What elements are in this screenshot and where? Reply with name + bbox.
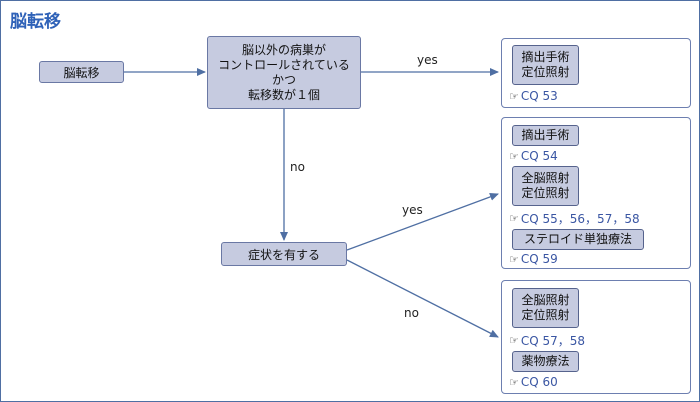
edge-label-symptom-no: no [404,306,419,320]
treatment-box-drug: 薬物療法 [512,351,579,372]
condition-line: かつ [271,72,296,87]
pointing-hand-icon: ☞ [509,334,519,347]
treatment-box-steroid: ステロイド単独療法 [512,229,644,250]
arrow-symptom-no [346,259,499,338]
brain-metastasis-node: 脳転移 [39,61,124,83]
treatment-line: 全脳照射 [521,171,570,185]
cq-reference: ☞ CQ 55，56，57，58 [509,210,640,227]
pointing-hand-icon: ☞ [509,212,519,225]
cq-label: CQ 60 [520,375,558,389]
cq-reference: ☞ CQ 57，58 [509,332,585,349]
treatment-line: 摘出手術 [521,50,570,64]
edge-label-condition-no: no [290,160,305,174]
treatment-box-wbrt-srt: 全脳照射 定位照射 [512,166,579,206]
diagram-title: 脳転移 [10,12,61,32]
pointing-hand-icon: ☞ [509,252,519,266]
cq-label: CQ 54 [520,149,558,163]
condition-node: 脳以外の病巣が コントロールされている かつ 転移数が１個 [207,36,361,109]
pointing-hand-icon: ☞ [509,89,519,103]
treatment-box-surgery-srt: 摘出手術 定位照射 [512,45,579,85]
cq-label: CQ 53 [520,89,558,103]
treatment-box-surgery: 摘出手術 [512,125,579,146]
condition-line: 脳以外の病巣が [241,42,326,57]
treatment-line: 薬物療法 [521,354,570,368]
edge-label-condition-yes: yes [417,53,438,67]
cq-reference: ☞ CQ 60 [509,375,558,389]
arrow-symptom-yes [346,193,499,251]
cq-reference: ☞ CQ 53 [509,89,558,103]
treatment-line: 全脳照射 [521,293,570,307]
treatment-line: 定位照射 [521,308,570,322]
cq-label: CQ 59 [520,252,558,266]
brain-metastasis-label: 脳転移 [63,65,100,80]
cq-label: CQ 57，58 [520,334,586,348]
cq-reference: ☞ CQ 59 [509,252,558,266]
treatment-box-wbrt-srt: 全脳照射 定位照射 [512,288,579,328]
pointing-hand-icon: ☞ [509,375,519,389]
treatment-line: 摘出手術 [521,128,570,142]
symptom-node: 症状を有する [221,242,347,266]
cq-label: CQ 55，56，57，58 [520,212,640,226]
treatment-line: ステロイド単独療法 [523,232,632,246]
condition-line: コントロールされている [218,57,350,72]
condition-line: 転移数が１個 [247,87,320,102]
pointing-hand-icon: ☞ [509,149,519,163]
cq-reference: ☞ CQ 54 [509,149,558,163]
treatment-line: 定位照射 [521,65,570,79]
symptom-label: 症状を有する [247,247,320,262]
treatment-line: 定位照射 [521,186,570,200]
edge-label-symptom-yes: yes [402,203,423,217]
